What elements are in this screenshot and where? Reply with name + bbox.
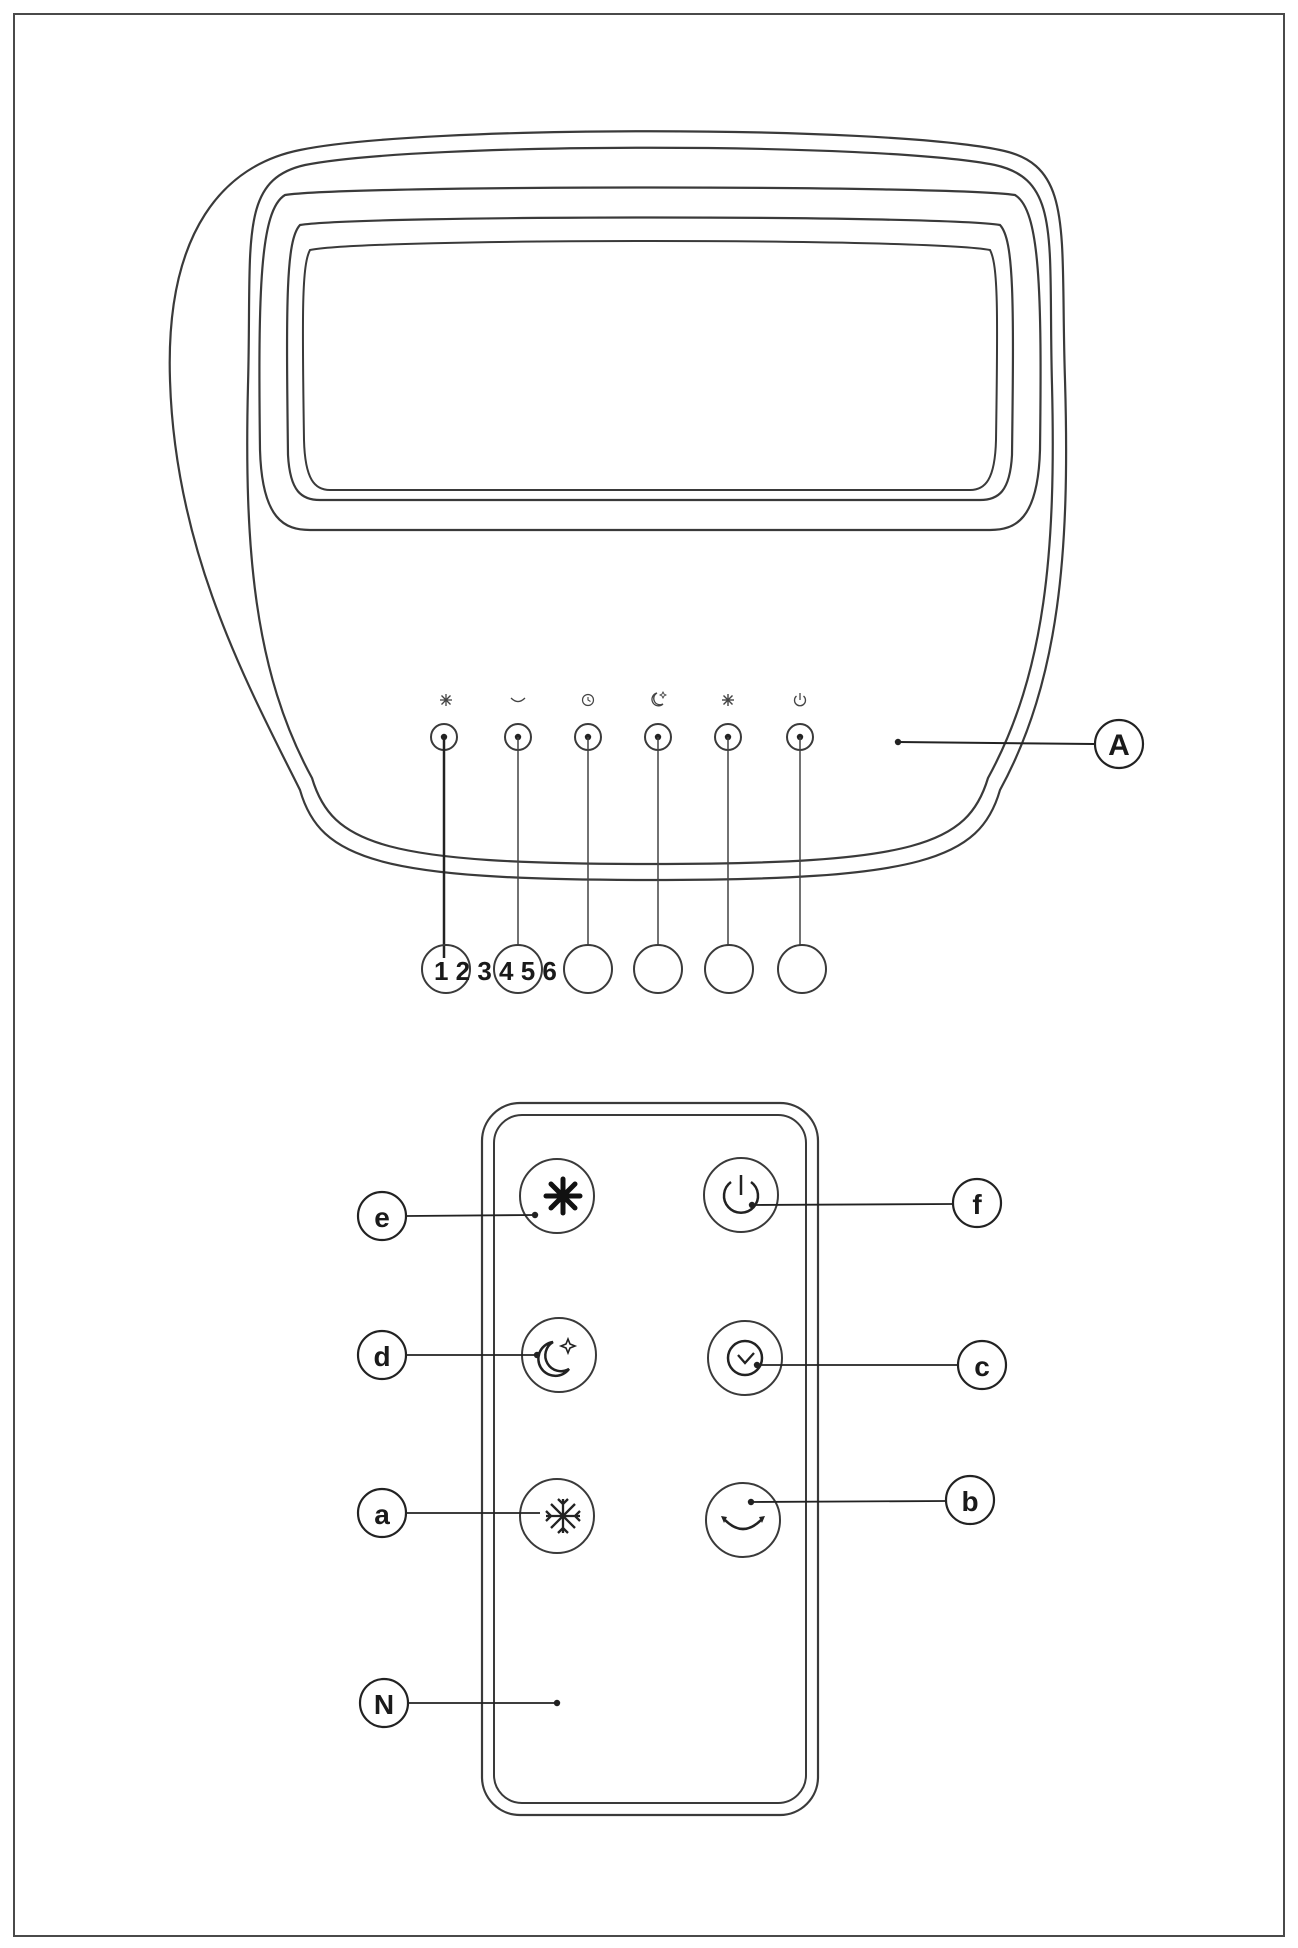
callout-a-remote: a [356, 1487, 540, 1539]
callout-b: b [747, 1474, 996, 1526]
fan-speed-icon [543, 1176, 583, 1216]
callout-e-label: e [374, 1202, 390, 1233]
remote-button-f[interactable] [703, 1157, 779, 1233]
callout-a: A [894, 718, 1145, 770]
swing-icon [721, 1516, 765, 1531]
snowflake-icon [440, 694, 452, 706]
callout-b-label: b [961, 1486, 978, 1517]
power-icon [793, 693, 807, 707]
callout-f: f [748, 1177, 1003, 1229]
panel-button-6[interactable] [786, 723, 814, 945]
panel-number-label: 1 2 3 4 5 6 [434, 956, 557, 986]
remote-button-b[interactable] [705, 1482, 781, 1558]
callout-a-label: A [1108, 729, 1130, 762]
panel-buttons [430, 723, 814, 958]
snowflake-icon [545, 1498, 581, 1534]
fan-speed-icon [722, 694, 734, 706]
sleep-icon [651, 690, 668, 707]
remote-button-a[interactable] [519, 1478, 595, 1554]
callout-f-label: f [972, 1189, 982, 1220]
callout-d-label: d [373, 1341, 390, 1372]
page-frame [13, 13, 1285, 1937]
swing-icon [510, 697, 526, 703]
panel-button-5[interactable] [714, 723, 742, 945]
callout-c-label: c [974, 1351, 990, 1382]
callout-n: N [358, 1677, 561, 1729]
remote-control [480, 1101, 820, 1817]
timer-icon [726, 1339, 764, 1377]
callout-a-remote-label: a [374, 1499, 390, 1530]
timer-icon [581, 693, 595, 707]
callout-n-label: N [374, 1689, 394, 1720]
power-icon [722, 1175, 760, 1214]
remote-button-c[interactable] [707, 1320, 783, 1396]
panel-button-1[interactable] [430, 723, 458, 958]
callout-e: e [356, 1190, 539, 1242]
callout-c: c [753, 1339, 1008, 1391]
panel-button-3[interactable] [574, 723, 602, 945]
panel-button-2[interactable] [504, 723, 532, 945]
panel-icon-row [440, 690, 807, 707]
panel-button-4[interactable] [644, 723, 672, 945]
appliance-body [168, 130, 1068, 882]
remote-button-e[interactable] [519, 1158, 595, 1234]
panel-number-circles: 1 2 3 4 5 6 [421, 944, 827, 994]
sleep-icon [537, 1336, 578, 1378]
callout-d: d [356, 1329, 541, 1381]
display-window [258, 186, 1042, 532]
